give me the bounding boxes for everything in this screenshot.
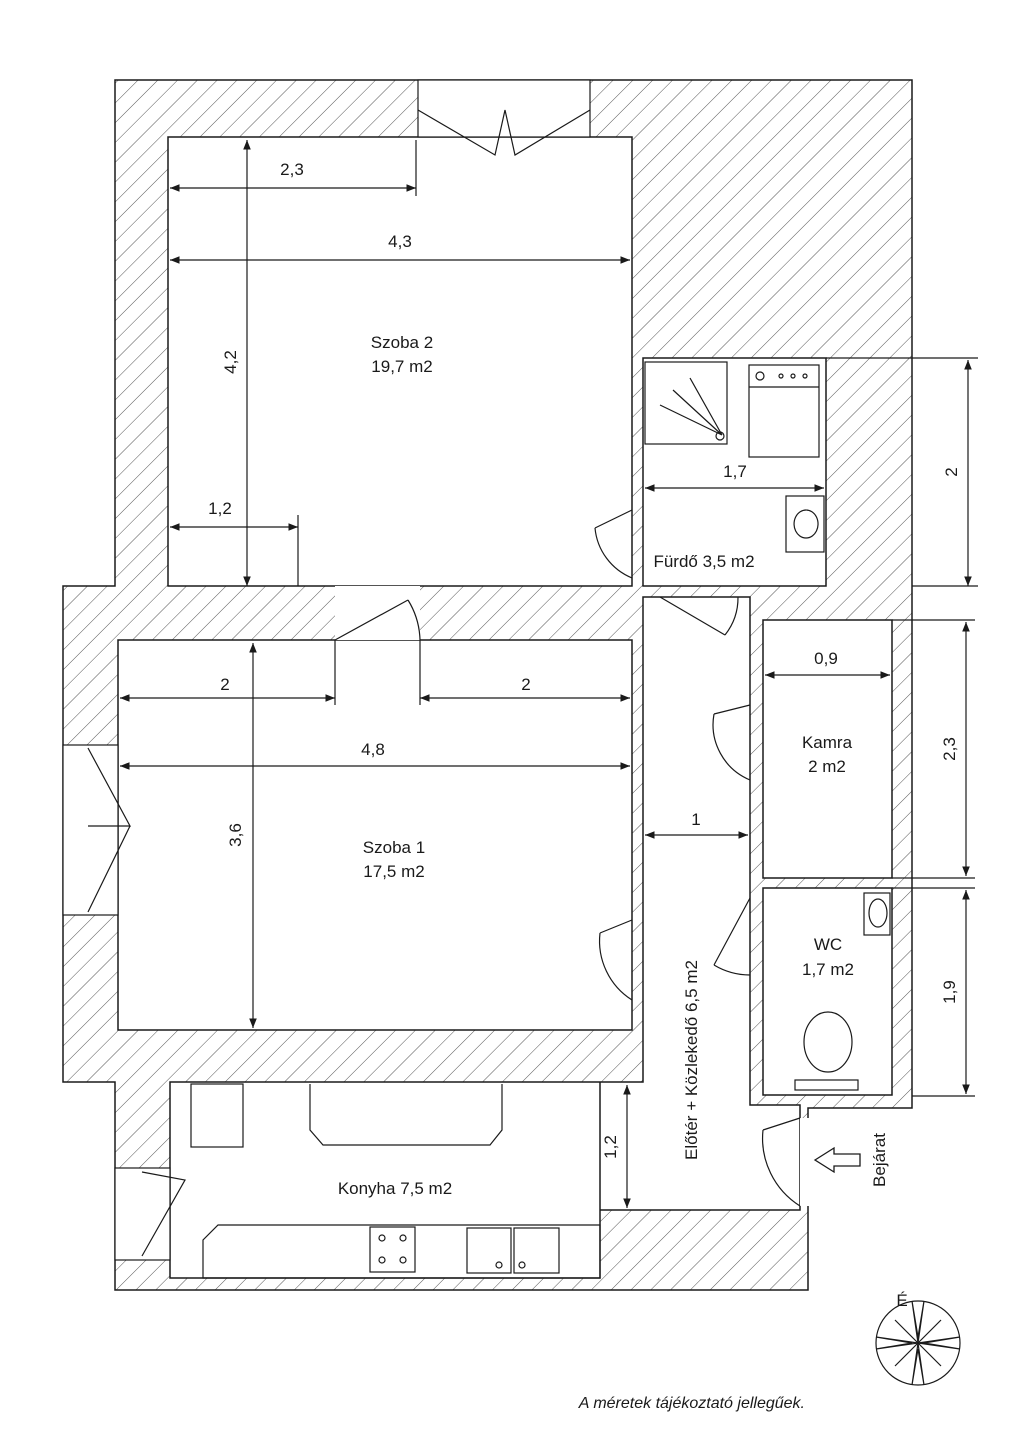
dim-kamra-width: 0,9 (814, 649, 838, 668)
compass-north-label: É (896, 1291, 907, 1310)
footnote: A méretek tájékoztató jellegűek. (578, 1395, 805, 1412)
entrance-arrow-icon (813, 1146, 861, 1174)
szoba2-area: 19,7 m2 (371, 357, 432, 376)
dim-corridor-width: 1 (691, 810, 700, 829)
furdo-label: Fürdő 3,5 m2 (653, 552, 754, 571)
konyha-label: Konyha 7,5 m2 (338, 1179, 452, 1198)
kamra-area: 2 m2 (808, 757, 846, 776)
szoba1-area: 17,5 m2 (363, 862, 424, 881)
dim-szoba2-wall-offset: 1,2 (208, 499, 232, 518)
entrance-label: Bejárat (870, 1133, 889, 1187)
dim-wc-depth: 1,9 (940, 980, 959, 1004)
dim-szoba1-width: 4,8 (361, 740, 385, 759)
dim-kamra-depth: 2,3 (940, 737, 959, 761)
window-left (62, 744, 119, 916)
dim-furdo-width: 1,7 (723, 462, 747, 481)
szoba2-name: Szoba 2 (371, 333, 433, 352)
dim-szoba1-right: 2 (521, 675, 530, 694)
compass-rose-icon (875, 1300, 961, 1386)
wc-name: WC (814, 935, 842, 954)
kitchen-fixtures (190, 1083, 601, 1279)
dim-szoba2-top-partial: 2,3 (280, 160, 304, 179)
kamra-name: Kamra (802, 733, 853, 752)
doors (334, 509, 801, 1207)
dim-kitchen-depth: 1,2 (601, 1135, 620, 1159)
szoba1-name: Szoba 1 (363, 838, 425, 857)
door-gap-entrance (800, 1118, 814, 1206)
dim-szoba2-width: 4,3 (388, 232, 412, 251)
walls (62, 79, 913, 1291)
dim-szoba1-left: 2 (220, 675, 229, 694)
dim-furdo-depth: 2 (942, 467, 961, 476)
door-gap-szoba (335, 586, 420, 640)
eloter-label: Előtér + Közlekedő 6,5 m2 (682, 960, 701, 1160)
wc-fixtures (794, 892, 891, 1091)
dimension-lines (120, 140, 978, 1208)
window-kitchen (114, 1167, 171, 1261)
dim-szoba1-depth: 3,6 (226, 823, 245, 847)
wc-area: 1,7 m2 (802, 960, 854, 979)
window-sashes (87, 109, 591, 1257)
window-top (417, 79, 591, 138)
bathroom-fixtures (644, 361, 825, 553)
dim-szoba2-depth: 4,2 (221, 350, 240, 374)
